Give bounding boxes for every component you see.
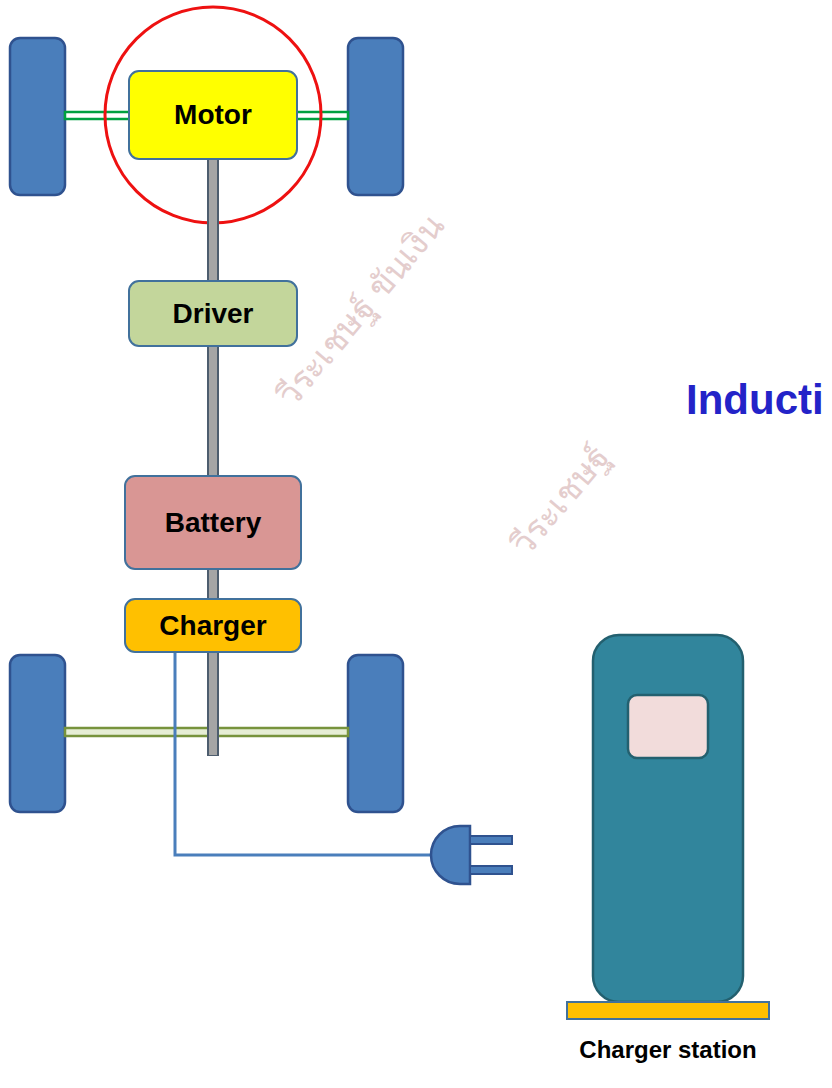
wheel [10,38,65,195]
shaft-outline [207,570,219,598]
plug-body [431,826,470,884]
component-box: Motor [128,70,298,160]
heading-text: Inducti [686,376,824,424]
shaft-core [209,160,217,280]
drive-shaft [213,347,214,475]
shaft-outline [207,347,219,475]
drive-shaft [209,652,217,755]
plug-prong [470,836,512,844]
drive-shaft [213,570,214,598]
wheel [10,655,65,812]
drive-shaft [213,160,214,280]
component-label: Driver [169,298,258,330]
charger-station: Charger station [560,630,776,1064]
station-screen [628,695,708,758]
watermark: วีระเชษฐ์ [497,432,623,567]
shaft-core [209,570,217,598]
component-label: Charger [155,610,270,642]
wheel [348,38,403,195]
component-box: Battery [124,475,302,570]
component-label: Motor [170,99,256,131]
wheel [348,655,403,812]
component-label: Battery [161,507,265,539]
station-base [567,1002,769,1019]
station-outline [560,630,776,1022]
front-axle [65,112,131,119]
charging-cable [175,652,440,855]
shaft-core [209,347,217,475]
shaft-outline [207,160,219,280]
rear-axle [65,728,348,736]
station-body [593,635,743,1002]
drive-shaft [207,652,219,756]
component-box: Charger [124,598,302,653]
plug-prong [470,866,512,874]
component-box: Driver [128,280,298,347]
station-label: Charger station [579,1036,756,1064]
